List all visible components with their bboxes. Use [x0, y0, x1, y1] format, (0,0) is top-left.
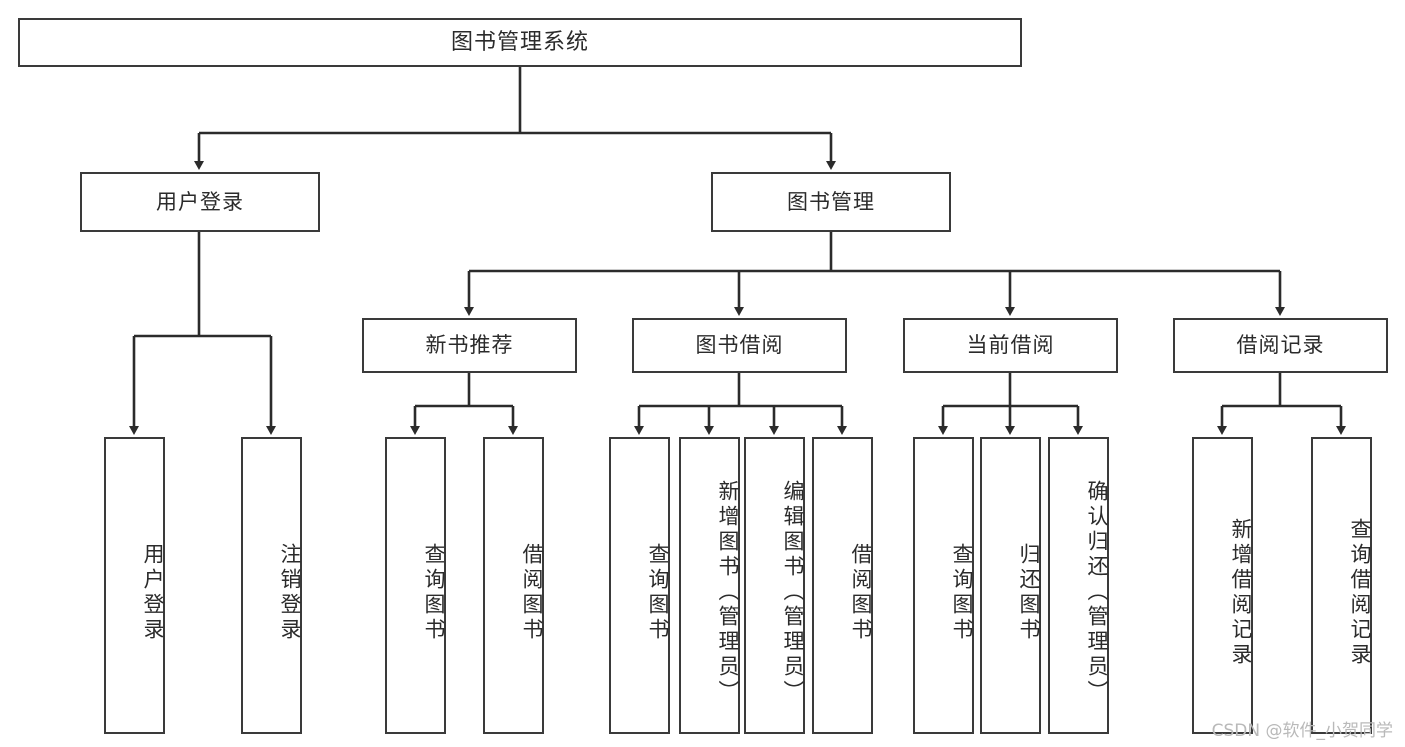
node-label: 归还图书	[1017, 542, 1041, 643]
node-book-manage[interactable]: 图书管理	[711, 172, 951, 232]
node-label: 查询图书	[422, 542, 446, 643]
node-label: 查询图书	[646, 542, 670, 643]
node-label: 用户登录	[141, 542, 165, 643]
node-label: 用户登录	[156, 189, 244, 214]
node-label: 借阅图书	[849, 542, 873, 643]
node-leaf-query-borrow-record[interactable]: 查询借阅记录	[1311, 437, 1372, 734]
node-label: 图书管理系统	[450, 29, 589, 55]
node-label: 借阅记录	[1236, 333, 1325, 358]
node-new-book-recommend[interactable]: 新书推荐	[362, 318, 577, 373]
node-current-borrow[interactable]: 当前借阅	[903, 318, 1118, 373]
node-leaf-edit-book[interactable]: 编辑图书（管理员）	[744, 437, 805, 734]
node-label: 新增图书（管理员）	[716, 480, 740, 705]
node-leaf-user-login[interactable]: 用户登录	[104, 437, 165, 734]
node-label: 查询借阅记录	[1348, 517, 1372, 668]
watermark: CSDN @软件_小贺同学	[1211, 721, 1393, 741]
node-leaf-borrow-book-1[interactable]: 借阅图书	[483, 437, 544, 734]
node-leaf-add-borrow-record[interactable]: 新增借阅记录	[1192, 437, 1253, 734]
node-leaf-query-book-2[interactable]: 查询图书	[609, 437, 670, 734]
node-leaf-query-book-1[interactable]: 查询图书	[385, 437, 446, 734]
node-leaf-borrow-book-2[interactable]: 借阅图书	[812, 437, 873, 734]
node-label: 图书管理	[787, 189, 875, 214]
node-label: 借阅图书	[520, 542, 544, 643]
node-label: 确认归还（管理员）	[1085, 480, 1109, 705]
node-label: 新增借阅记录	[1229, 517, 1253, 668]
node-leaf-return-book[interactable]: 归还图书	[980, 437, 1041, 734]
node-label: 当前借阅	[966, 333, 1055, 358]
node-label: 图书借阅	[695, 333, 784, 358]
node-user-login[interactable]: 用户登录	[80, 172, 320, 232]
node-book-borrow[interactable]: 图书借阅	[632, 318, 847, 373]
node-label: 编辑图书（管理员）	[781, 480, 805, 705]
node-leaf-query-book-3[interactable]: 查询图书	[913, 437, 974, 734]
node-label: 查询图书	[950, 542, 974, 643]
node-label: 注销登录	[278, 542, 302, 643]
node-leaf-confirm-return[interactable]: 确认归还（管理员）	[1048, 437, 1109, 734]
node-leaf-logout-login[interactable]: 注销登录	[241, 437, 302, 734]
node-label: 新书推荐	[425, 333, 514, 358]
node-root-system[interactable]: 图书管理系统	[18, 18, 1022, 67]
node-leaf-add-book[interactable]: 新增图书（管理员）	[679, 437, 740, 734]
node-borrow-record[interactable]: 借阅记录	[1173, 318, 1388, 373]
